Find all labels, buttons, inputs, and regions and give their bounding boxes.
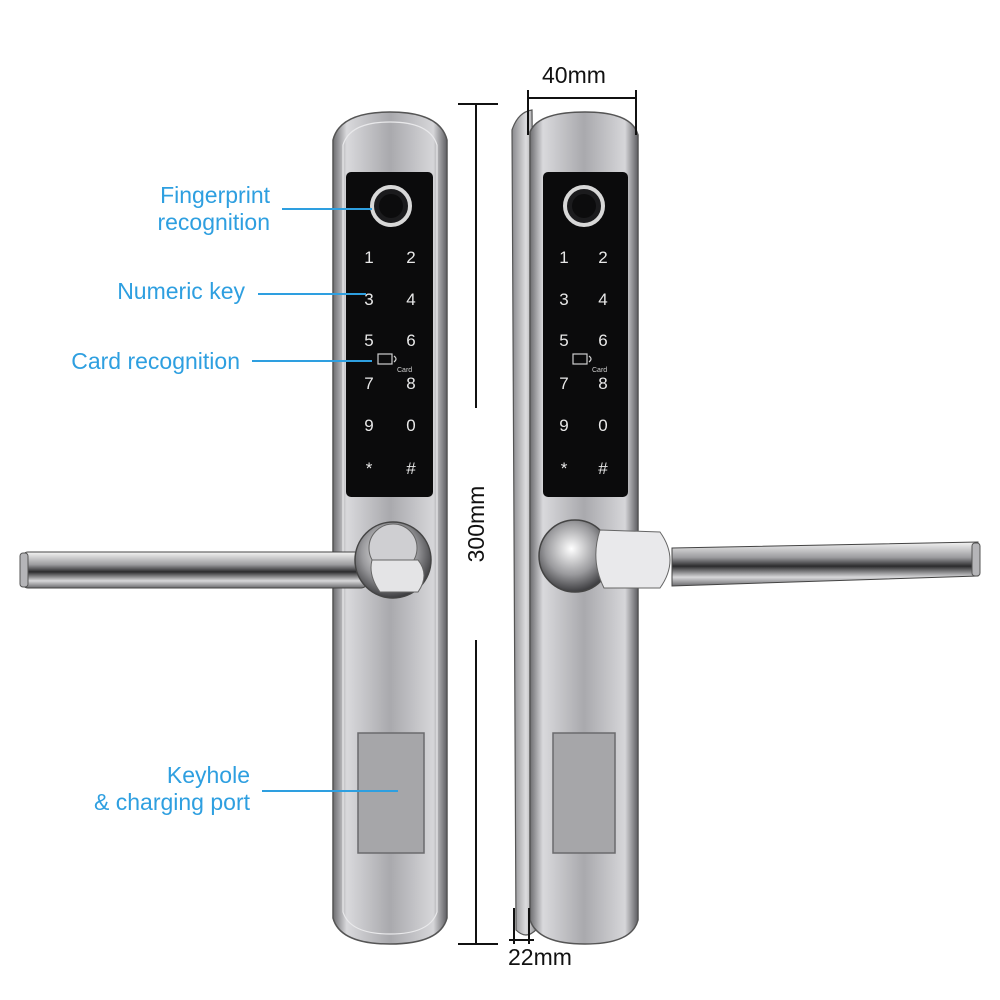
card-reader-icon: Card [377,353,412,374]
svg-text:7: 7 [559,374,568,393]
height-dimension-line [458,103,498,945]
key-1: 1 [364,248,373,267]
svg-text:8: 8 [598,374,607,393]
svg-text:*: * [561,459,568,478]
card-recognition-callout: Card recognition [71,348,240,374]
keyhole-leader-line [262,790,398,792]
svg-text:5: 5 [559,331,568,350]
fingerprint-callout: Fingerprint recognition [100,182,270,236]
side-keypad-panel [543,172,628,497]
side-handle [538,519,981,593]
height-label: 300mm [463,486,489,563]
key-3: 3 [364,290,373,309]
svg-text:9: 9 [559,416,568,435]
width-label: 40mm [542,62,606,88]
keyhole-cover [357,732,425,854]
svg-text:#: # [598,459,608,478]
key-0: 0 [406,416,415,435]
keyhole-callout-line-2: & charging port [94,789,250,815]
card-recognition-leader-line [252,360,372,362]
fingerprint-callout-line-2: recognition [157,209,270,235]
fingerprint-leader-line [282,208,372,210]
keyhole-callout: Keyhole & charging port [40,762,250,816]
key-2: 2 [406,248,415,267]
svg-text:6: 6 [598,331,607,350]
key-6: 6 [406,331,415,350]
key-9: 9 [364,416,373,435]
svg-text:0: 0 [598,416,607,435]
card-symbol-label: Card [397,367,412,374]
side-card-reader-icon: Card [572,353,607,374]
svg-text:3: 3 [559,290,568,309]
front-handle [19,521,432,599]
width-dimension-line [527,90,637,135]
side-keyhole-cover [552,732,616,854]
svg-text:4: 4 [598,290,607,309]
numeric-key-leader-line [258,293,366,295]
key-star: * [366,459,373,478]
keyhole-callout-line-1: Keyhole [166,762,250,788]
keypad-panel [346,172,433,497]
key-7: 7 [364,374,373,393]
key-4: 4 [406,290,415,309]
key-5: 5 [364,331,373,350]
front-keypad-keys: 1 2 3 4 5 6 7 8 9 0 * # Card [364,248,416,478]
svg-text:1: 1 [559,248,568,267]
numeric-key-callout: Numeric key [117,278,245,304]
key-8: 8 [406,374,415,393]
svg-text:2: 2 [598,248,607,267]
depth-dimension-line [509,908,534,944]
depth-label: 22mm [508,944,572,970]
svg-text:Card: Card [592,367,607,374]
key-hash: # [406,459,416,478]
side-keypad-keys: 1 2 3 4 5 6 7 8 9 0 * # Card [559,248,608,478]
fingerprint-callout-line-1: Fingerprint [160,182,270,208]
